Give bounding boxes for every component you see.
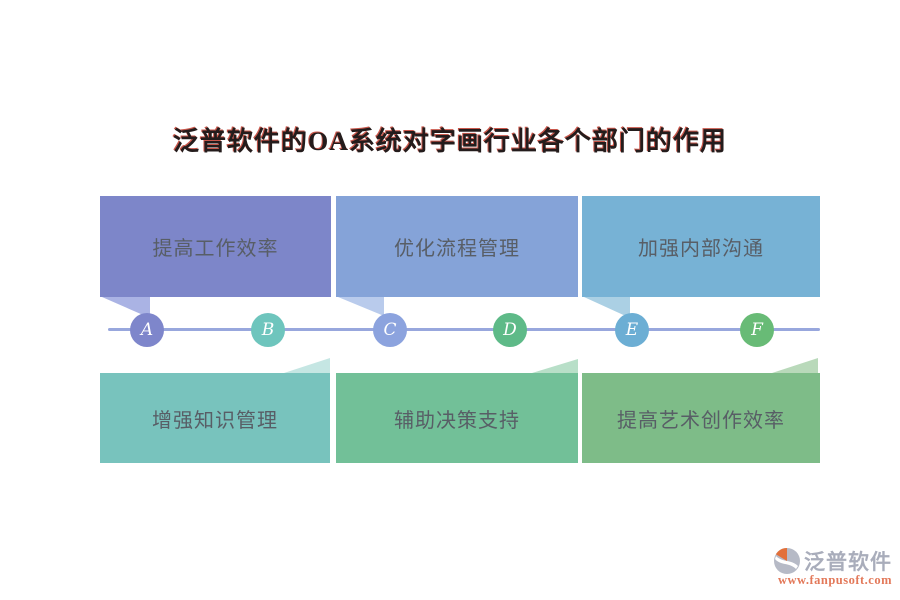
timeline-node-c-label: C [383, 320, 397, 340]
callout-top-2: 优化流程管理 [336, 196, 578, 297]
callout-bottom-3-tail [772, 358, 818, 373]
callout-top-3-label: 加强内部沟通 [638, 238, 764, 260]
timeline-node-b: B [251, 313, 285, 347]
timeline-line [108, 328, 820, 331]
footer-brand-block: 泛普软件 www.fanpusoft.com [692, 546, 892, 592]
callout-bottom-3-label: 提高艺术创作效率 [617, 409, 785, 432]
timeline-node-e-label: E [625, 320, 639, 340]
callout-top-1-label: 提高工作效率 [152, 238, 279, 260]
timeline-node-c: C [373, 313, 407, 347]
callout-top-2-tail [338, 297, 384, 316]
timeline-node-d-label: D [503, 320, 517, 340]
timeline-node-b-label: B [261, 320, 275, 340]
timeline-node-d: D [493, 313, 527, 347]
callout-bottom-1-tail [284, 358, 330, 373]
timeline-node-a: A [130, 313, 164, 347]
page-title: 泛普软件的OA系统对字画行业各个部门的作用 [172, 127, 727, 156]
callout-top-1: 提高工作效率 [100, 196, 331, 297]
timeline-node-f-label: F [751, 320, 763, 340]
callout-top-2-label: 优化流程管理 [394, 238, 520, 260]
callout-bottom-2: 辅助决策支持 [336, 373, 578, 463]
timeline-node-e: E [615, 313, 649, 347]
timeline-node-f: F [740, 313, 774, 347]
brand-url: www.fanpusoft.com [777, 573, 892, 587]
callout-bottom-2-tail [532, 359, 578, 373]
callout-bottom-1: 增强知识管理 [100, 373, 330, 463]
fanpu-logo-icon [773, 547, 801, 575]
callout-bottom-2-label: 辅助决策支持 [394, 409, 520, 432]
timeline-node-a-label: A [140, 320, 154, 340]
callout-bottom-3: 提高艺术创作效率 [582, 373, 820, 463]
callout-top-3: 加强内部沟通 [582, 196, 820, 297]
brand-name: 泛普软件 [804, 551, 892, 574]
callout-bottom-1-label: 增强知识管理 [152, 409, 278, 432]
